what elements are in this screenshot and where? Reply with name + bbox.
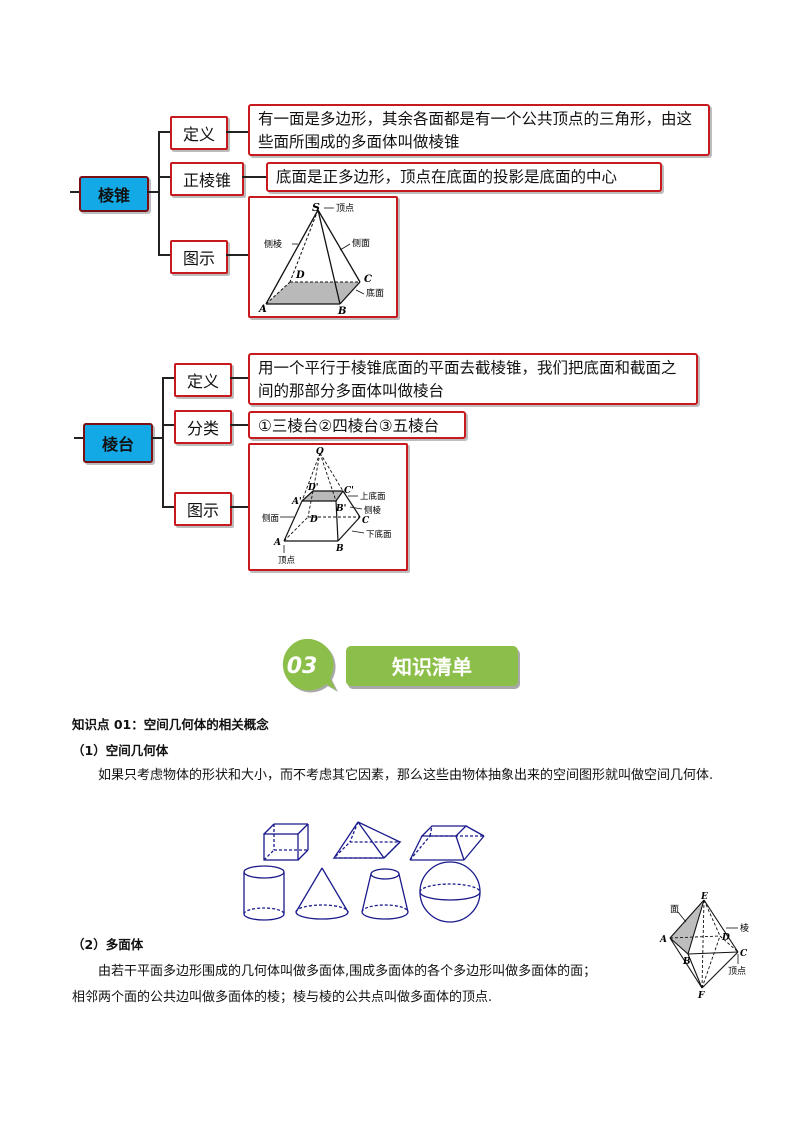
banner-graphic [282,638,520,693]
label-C: C [364,274,372,285]
branch-label: 定义 [182,125,215,144]
label-E: E [700,892,708,902]
solids-diagram [243,821,485,923]
label-Dp: D' [307,483,319,493]
banner-title: 知识清单 [392,655,472,679]
branch-definition: 定义 [174,363,232,397]
definition-text: 有一面是多边形，其余各面都是有一个公共顶点的三角形，由这些面所围成的多面体叫做棱… [258,110,693,151]
label-A: A [258,304,267,315]
subsection-text-1: 如果只考虑物体的形状和大小，而不考虑其它因素，那么这些由物体抽象出来的空间图形就… [98,768,714,783]
branch-label: 分类 [186,419,219,438]
connector [226,254,248,256]
label-lateral-edge: 侧棱 [364,505,382,516]
root-label: 棱台 [101,435,134,454]
label-C: C [740,949,748,959]
root-label: 棱锥 [97,186,130,205]
label-F: F [697,991,705,1001]
branch-label: 正棱锥 [182,171,231,190]
label-D: D [309,515,318,525]
label-B: B [335,544,344,554]
branch-classification: 分类 [174,410,232,444]
classification-text: ①三棱台②四棱台③五棱台 [258,417,440,435]
label-base: 底面 [366,287,384,299]
connector [158,131,170,133]
label-B: B [682,957,691,967]
subsection-title-1: （1）空间几何体 [72,743,169,758]
branch-label: 图示 [182,249,215,268]
connector [158,176,170,178]
connector [147,191,159,193]
connector [70,191,80,193]
label-lateral-face: 侧面 [352,237,370,249]
section-banner: 03 知识清单 [270,638,522,694]
pyramid-diagram: S 顶点 侧棱 侧面 D C 底面 A B [258,201,384,317]
branch-label: 定义 [186,372,219,391]
connector [162,424,174,426]
connector [162,377,164,507]
branch-regular-pyramid: 正棱锥 [170,162,244,196]
solids-figure [238,816,490,924]
branch-label: 图示 [186,501,219,520]
connector [230,506,248,508]
label-face: 面 [670,904,679,915]
label-lower-base: 下底面 [366,529,392,540]
frustum-figure-box: O D' C' 上底面 A' B' 侧棱 侧面 D C 下底面 A B 顶点 [248,443,408,571]
connector [158,254,170,256]
label-lateral-edge: 侧棱 [264,238,282,250]
label-Cp: C' [344,486,354,496]
label-upper-base: 上底面 [360,491,386,502]
label-vertex: 顶点 [336,203,354,214]
label-D: D [721,933,730,943]
label-D: D [295,270,305,281]
root-node-frustum: 棱台 [83,423,153,463]
label-S: S [312,201,320,214]
definition-text: 用一个平行于棱锥底面的平面去截棱锥，我们把底面和截面之间的那部分多面体叫做棱台 [258,359,677,400]
label-edge: 棱 [740,922,749,934]
banner-number: 03 [286,654,318,679]
frustum-diagram: O D' C' 上底面 A' B' 侧棱 侧面 D C 下底面 A B 顶点 [262,447,392,566]
branch-figure: 图示 [170,240,228,274]
label-Ap: A' [291,497,302,507]
branch-definition: 定义 [170,116,228,150]
definition-text-box: 有一面是多边形，其余各面都是有一个公共顶点的三角形，由这些面所围成的多面体叫做棱… [248,104,710,156]
connector [151,437,163,439]
subsection-text-2-line2: 相邻两个面的公共边叫做多面体的棱；棱与棱的公共点叫做多面体的顶点. [72,990,493,1005]
regular-pyramid-text-box: 底面是正多边形，顶点在底面的投影是底面的中心 [266,162,662,192]
connector [230,377,248,379]
connector [226,131,248,133]
subsection-title-2: （2）多面体 [72,937,144,952]
label-B: B [337,306,346,316]
label-Bp: B' [335,504,346,514]
label-vertex: 顶点 [278,556,296,566]
regular-pyramid-text: 底面是正多边形，顶点在底面的投影是底面的中心 [276,168,618,186]
label-vertex: 顶点 [728,966,746,977]
root-node-pyramid: 棱锥 [79,176,149,212]
classification-text-box: ①三棱台②四棱台③五棱台 [248,411,466,439]
label-A: A [659,935,667,945]
definition-text-box: 用一个平行于棱锥底面的平面去截棱锥，我们把底面和截面之间的那部分多面体叫做棱台 [248,353,698,405]
pyramid-figure-box: S 顶点 侧棱 侧面 D C 底面 A B [248,196,398,318]
branch-figure: 图示 [174,492,232,526]
label-O: O [316,447,324,457]
connector [242,176,266,178]
octahedron-diagram: 面 E 棱 A D B C 顶点 F [659,892,749,1001]
connector [230,424,248,426]
label-C: C [362,516,370,526]
octahedron-figure: 面 E 棱 A D B C 顶点 F [652,890,762,1002]
subsection-text-2-line1: 由若干平面多边形围成的几何体叫做多面体,围成多面体的各个多边形叫做多面体的面； [98,964,597,979]
connector [74,437,84,439]
knowledge-point-title: 知识点 01：空间几何体的相关概念 [72,717,269,732]
connector [162,377,174,379]
label-lateral-face: 侧面 [262,513,280,524]
label-A: A [273,538,281,548]
connector [158,131,160,255]
connector [162,506,174,508]
